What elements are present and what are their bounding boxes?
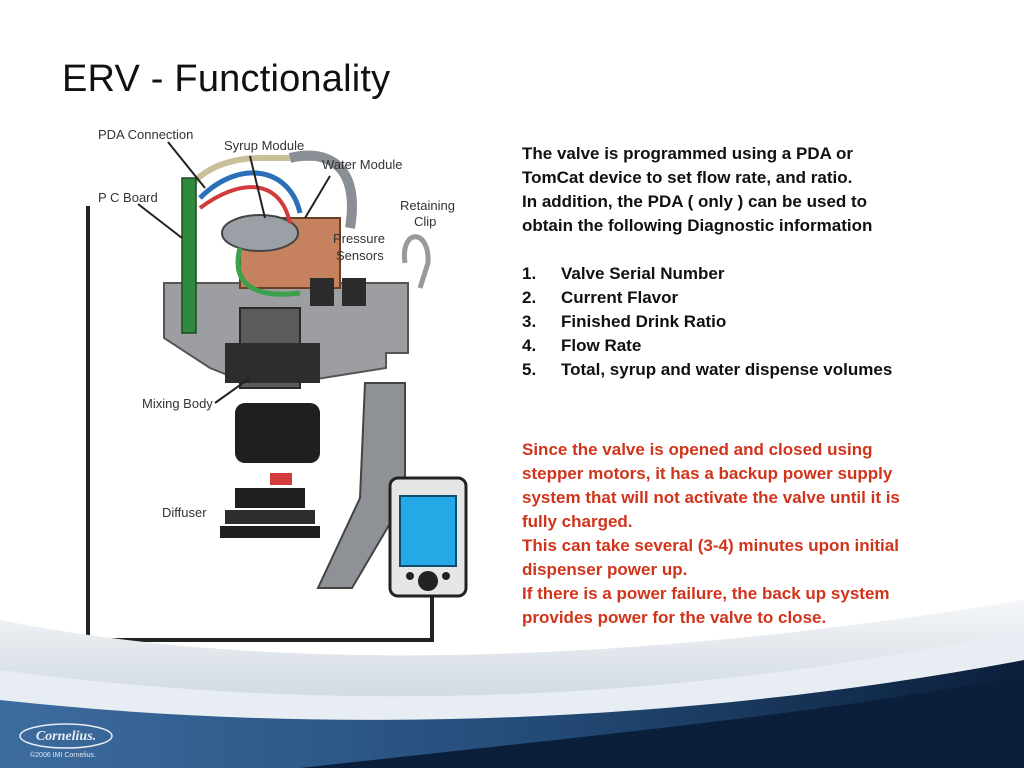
list-item: 2. Current Flavor: [522, 286, 992, 310]
water-module: [221, 214, 299, 252]
label-water-module: Water Module: [322, 157, 403, 172]
intro-line-1: The valve is programmed using a PDA or: [522, 144, 853, 163]
retaining-clip: [401, 234, 431, 289]
logo-text: Cornelius.: [36, 729, 96, 744]
intro-line-4: obtain the following Diagnostic informat…: [522, 216, 873, 235]
pda-button-left: [406, 572, 414, 580]
label-sensors: Sensors: [336, 248, 384, 263]
mixing-body-ring: [225, 343, 320, 383]
list-text: Flow Rate: [561, 336, 642, 355]
label-clip: Clip: [414, 214, 437, 229]
pda-dpad: [418, 571, 438, 591]
diffuser-top: [235, 488, 305, 508]
leader-syrup: [249, 155, 266, 219]
list-number: 5.: [522, 360, 537, 379]
intro-line-2: TomCat device to set flow rate, and rati…: [522, 168, 853, 187]
list-text: Finished Drink Ratio: [561, 312, 727, 331]
diffuser-cap: [270, 473, 292, 485]
pc-board: [181, 177, 197, 334]
mixing-body-nozzle: [235, 403, 320, 463]
label-diffuser: Diffuser: [162, 505, 207, 520]
list-number: 2.: [522, 288, 537, 307]
label-syrup-module: Syrup Module: [224, 138, 305, 153]
list-item: 4. Flow Rate: [522, 334, 992, 358]
label-pc-board: P C Board: [98, 190, 158, 205]
valve-diagram: PDA Connection Syrup Module Water Module…: [60, 118, 480, 660]
diffuser-bottom: [220, 526, 320, 538]
list-text: Total, syrup and water dispense volumes: [561, 360, 893, 379]
copyright-notice: ©2006 IMI Cornelius.: [30, 752, 96, 759]
pressure-sensor-2: [342, 278, 366, 306]
diffuser-mid: [225, 510, 315, 524]
label-mixing-body: Mixing Body: [142, 396, 213, 411]
green-wire: [235, 247, 301, 297]
warning-line-5: This can take several (3-4) minutes upon…: [522, 536, 899, 555]
leader-mixing: [214, 377, 251, 404]
lever: [316, 382, 406, 589]
pda-button-right: [442, 572, 450, 580]
intro-line-3: In addition, the PDA ( only ) can be use…: [522, 192, 868, 211]
list-text: Current Flavor: [561, 288, 679, 307]
footer-wave: [0, 600, 1024, 768]
list-item: 3. Finished Drink Ratio: [522, 310, 992, 334]
warning-line-8: provides power for the valve to close.: [522, 608, 827, 627]
list-number: 3.: [522, 312, 537, 331]
pda-screen: [399, 495, 457, 567]
warning-line-2: stepper motors, it has a backup power su…: [522, 464, 893, 483]
leader-water: [304, 175, 331, 219]
label-retaining: Retaining: [400, 198, 455, 213]
warning-line-1: Since the valve is opened and closed usi…: [522, 440, 873, 459]
list-number: 1.: [522, 264, 537, 283]
slide-title: ERV - Functionality: [62, 58, 391, 100]
pressure-sensor-1: [310, 278, 334, 306]
footer-dark-band: [300, 675, 1024, 768]
warning-line-3: system that will not activate the valve …: [522, 488, 900, 507]
list-item: 5. Total, syrup and water dispense volume…: [522, 358, 992, 382]
valve-illustration: [86, 141, 468, 642]
list-number: 4.: [522, 336, 537, 355]
list-item: 1. Valve Serial Number: [522, 262, 992, 286]
leader-pda: [167, 141, 206, 189]
description-block: The valve is programmed using a PDA or T…: [522, 142, 992, 382]
label-pressure: Pressure: [333, 231, 386, 246]
gray-hose: [288, 150, 357, 229]
blue-wire: [198, 170, 303, 214]
cornelius-logo: Cornelius.: [19, 723, 113, 749]
warning-block: Since the valve is opened and closed usi…: [522, 438, 992, 630]
red-wire: [198, 185, 292, 224]
leader-pcboard: [137, 203, 183, 239]
warning-line-7: If there is a power failure, the back up…: [522, 584, 890, 603]
warning-line-4: fully charged.: [522, 512, 633, 531]
list-text: Valve Serial Number: [561, 264, 725, 283]
warning-line-6: dispenser power up.: [522, 560, 688, 579]
label-pda-connection: PDA Connection: [98, 127, 194, 142]
diagnostic-list: 1. Valve Serial Number 2. Current Flavor 3…: [522, 262, 992, 382]
